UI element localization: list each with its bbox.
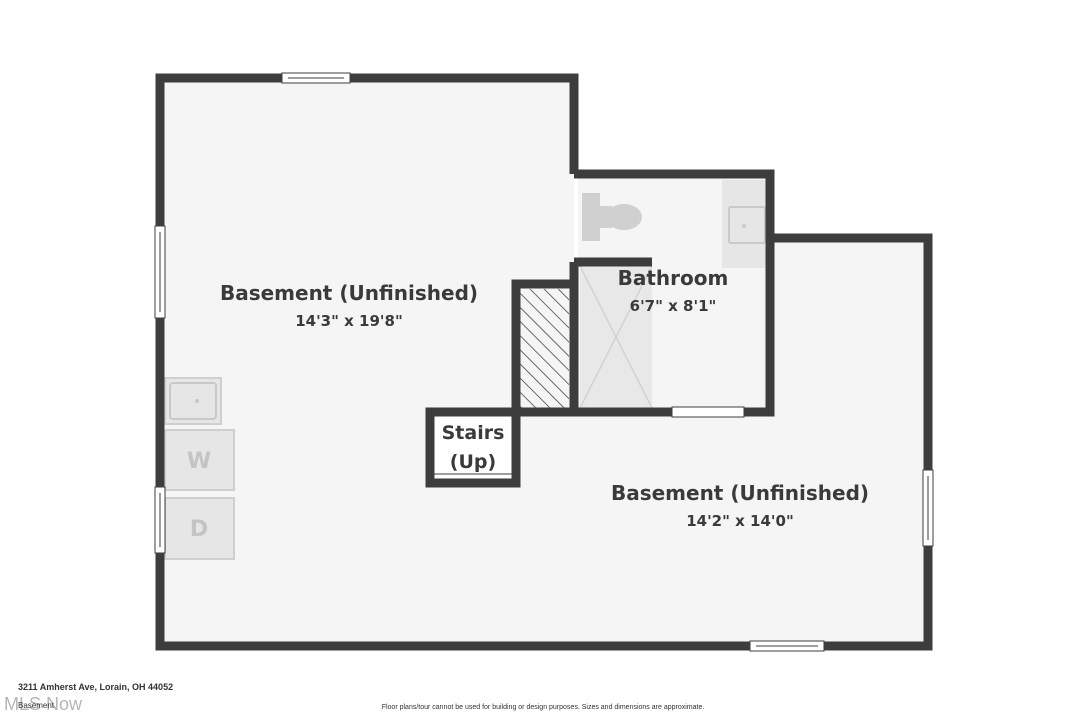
window-left-lower [154,486,166,554]
washer-label: W [187,449,211,474]
window-bottom [749,640,825,652]
windows [154,72,934,652]
stair-treads [434,473,512,480]
fixtures: W D [164,180,766,560]
utility-sink-icon [164,377,222,425]
disclaimer: Floor plans/tour cannot be used for buil… [381,704,705,711]
toilet-icon [582,193,642,241]
wall-stairwell [511,279,574,417]
dryer-icon: D [164,497,235,560]
floor-level-label: Basement [18,701,55,710]
wall-bathroom [569,169,775,417]
walls [155,73,933,651]
washer-icon: W [164,429,235,491]
property-address: 3211 Amherst Ave, Lorain, OH 44052 [18,682,174,692]
room-dimensions-bathroom: 6'7" x 8'1" [630,297,717,315]
window-top [281,72,351,84]
wall-left-basement [155,73,933,651]
stairwell-hatch [520,289,569,408]
room-dimensions-basement-right: 14'2" x 14'0" [686,512,794,530]
stairs-direction: (Up) [450,451,496,473]
stairs-label: Stairs [442,422,505,444]
wall-stairs [425,407,521,488]
dryer-label: D [190,517,208,542]
room-name-basement-left: Basement (Unfinished) [220,281,478,305]
floor-basement-right [770,238,928,412]
room-dimensions-basement-left: 14'3" x 19'8" [295,312,403,330]
bathroom-door-opening [671,406,745,418]
room-name-basement-right: Basement (Unfinished) [611,481,869,505]
bathroom-sink-icon [722,180,766,268]
room-name-bathroom: Bathroom [618,266,729,290]
window-right [922,469,934,547]
mls-watermark: MLS Now [4,694,83,714]
window-left-upper [154,225,166,319]
